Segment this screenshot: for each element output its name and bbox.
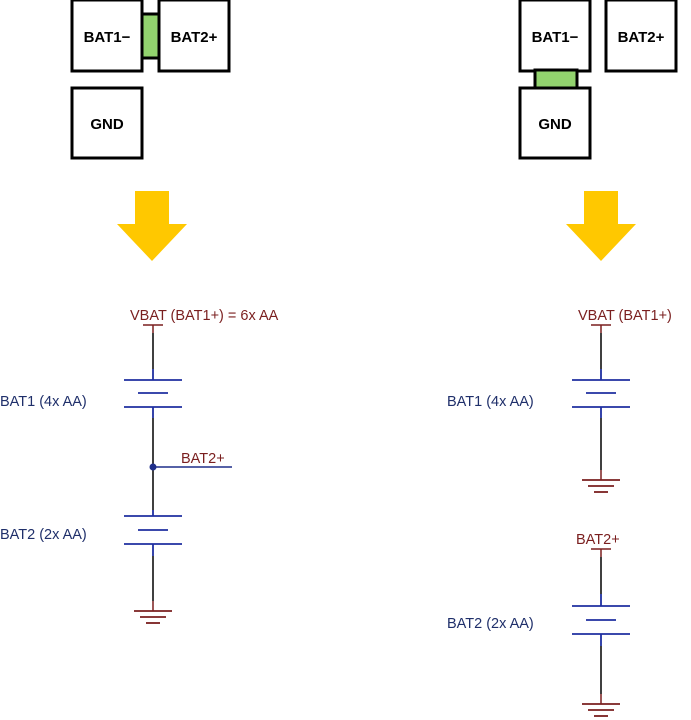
jumper-bridge-right: [533, 68, 579, 90]
right-schematic: VBAT (BAT1+) BAT1 (4x AA) BAT2+: [447, 308, 672, 717]
jumper-bridge-left: [140, 12, 161, 60]
battery-bat2-left: [124, 510, 182, 556]
pad-bat1-minus-left: [70, 0, 144, 73]
bat2-label-right: BAT2 (2x AA): [447, 616, 534, 632]
left-schematic: VBAT (BAT1+) = 6x AA BAT1 (4x AA) BAT2+ …: [0, 308, 279, 624]
vbat-label-right: VBAT (BAT1+): [578, 308, 672, 324]
bat2-label-left: BAT2 (2x AA): [0, 527, 87, 543]
pad-bat2-plus-right: [604, 0, 678, 73]
battery-bat1-left: [124, 369, 182, 418]
bat2-net-label-left: BAT2+: [181, 451, 225, 467]
vbat-label-left: VBAT (BAT1+) = 6x AA: [130, 308, 279, 324]
bat1-label-left: BAT1 (4x AA): [0, 394, 87, 410]
pad-label-gnd-right: GND: [538, 116, 572, 133]
pad-label-gnd-left: GND: [90, 116, 124, 133]
right-pad-config: BAT1− BAT2+ GND: [518, 0, 678, 160]
ground-symbol-left: [134, 601, 172, 624]
pad-label-bat1-minus-left: BAT1−: [84, 29, 131, 46]
pad-label-bat2-plus-right: BAT2+: [618, 29, 665, 46]
left-pad-config: BAT1− BAT2+ GND: [70, 0, 231, 160]
pad-gnd-left: [70, 86, 144, 160]
down-arrow-right: [566, 191, 636, 261]
pad-label-bat2-plus-left: BAT2+: [171, 29, 218, 46]
bat2-net-label-right: BAT2+: [576, 532, 620, 548]
pad-label-bat1-minus-right: BAT1−: [532, 29, 579, 46]
battery-bat2-right: [572, 594, 630, 646]
ground-symbol-bat1-right: [582, 470, 620, 493]
down-arrow-left: [117, 191, 187, 261]
ground-symbol-bat2-right: [582, 694, 620, 717]
bat1-label-right: BAT1 (4x AA): [447, 394, 534, 410]
pad-bat2-plus-left: [157, 0, 231, 73]
battery-bat1-right: [572, 369, 630, 418]
